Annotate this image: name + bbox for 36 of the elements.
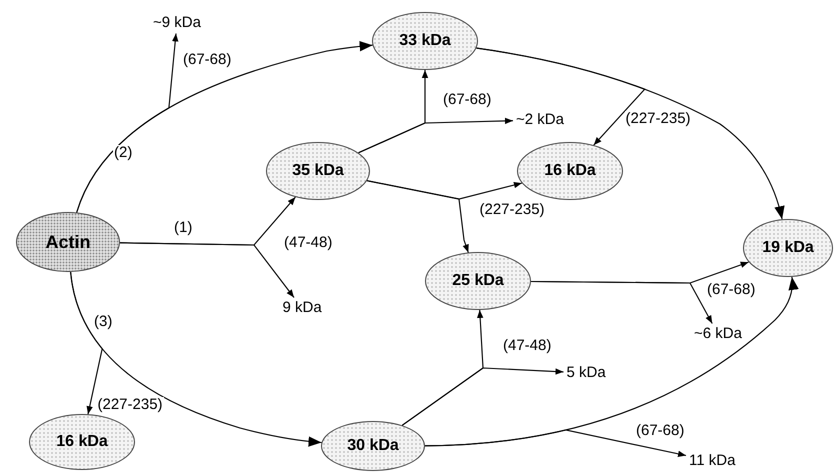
fragment-label: ~6 kDa [694, 326, 742, 342]
edge-label: (3) [93, 314, 114, 330]
edge-label: (227-235) [624, 110, 692, 127]
edge-label: (67-68) [635, 422, 686, 439]
edge-label: (67-68) [442, 92, 492, 108]
edge-label: (67-68) [182, 52, 232, 68]
arrow [76, 33, 178, 213]
fragment-label: ~2 kDa [516, 112, 564, 128]
fragment-label: ~9 kDa [153, 14, 201, 31]
edge-label: (227-235) [96, 396, 164, 413]
edge-label: (47-48) [283, 234, 334, 251]
node-label: 16 kDa [56, 433, 108, 451]
node-label: Actin [46, 232, 90, 252]
edge-label: (1) [173, 220, 194, 236]
node-label: 35 kDa [292, 162, 344, 180]
node-label: 25 kDa [452, 272, 504, 290]
arrow [476, 48, 646, 146]
arrow [70, 272, 103, 414]
arrow [366, 180, 469, 253]
fragment-label: 11 kDa [689, 452, 736, 469]
edge-label: (2) [113, 144, 134, 161]
node-label: 19 kDa [762, 239, 814, 257]
arrow [531, 280, 713, 324]
arrow [120, 242, 294, 298]
fragment-label: 5 kDa [566, 364, 606, 381]
edge-label: (67-68) [706, 282, 756, 298]
edge-label: (47-48) [502, 338, 552, 354]
node-label: 33 kDa [399, 32, 451, 50]
node-label: 16 kDa [544, 162, 596, 180]
fragment-label: 9 kDa [282, 300, 322, 316]
arrow [425, 429, 686, 457]
arrow [402, 367, 564, 426]
arrow [70, 272, 322, 447]
arrow [358, 118, 514, 154]
node-label: 30 kDa [347, 437, 399, 455]
edge-label: (227-235) [478, 202, 546, 218]
